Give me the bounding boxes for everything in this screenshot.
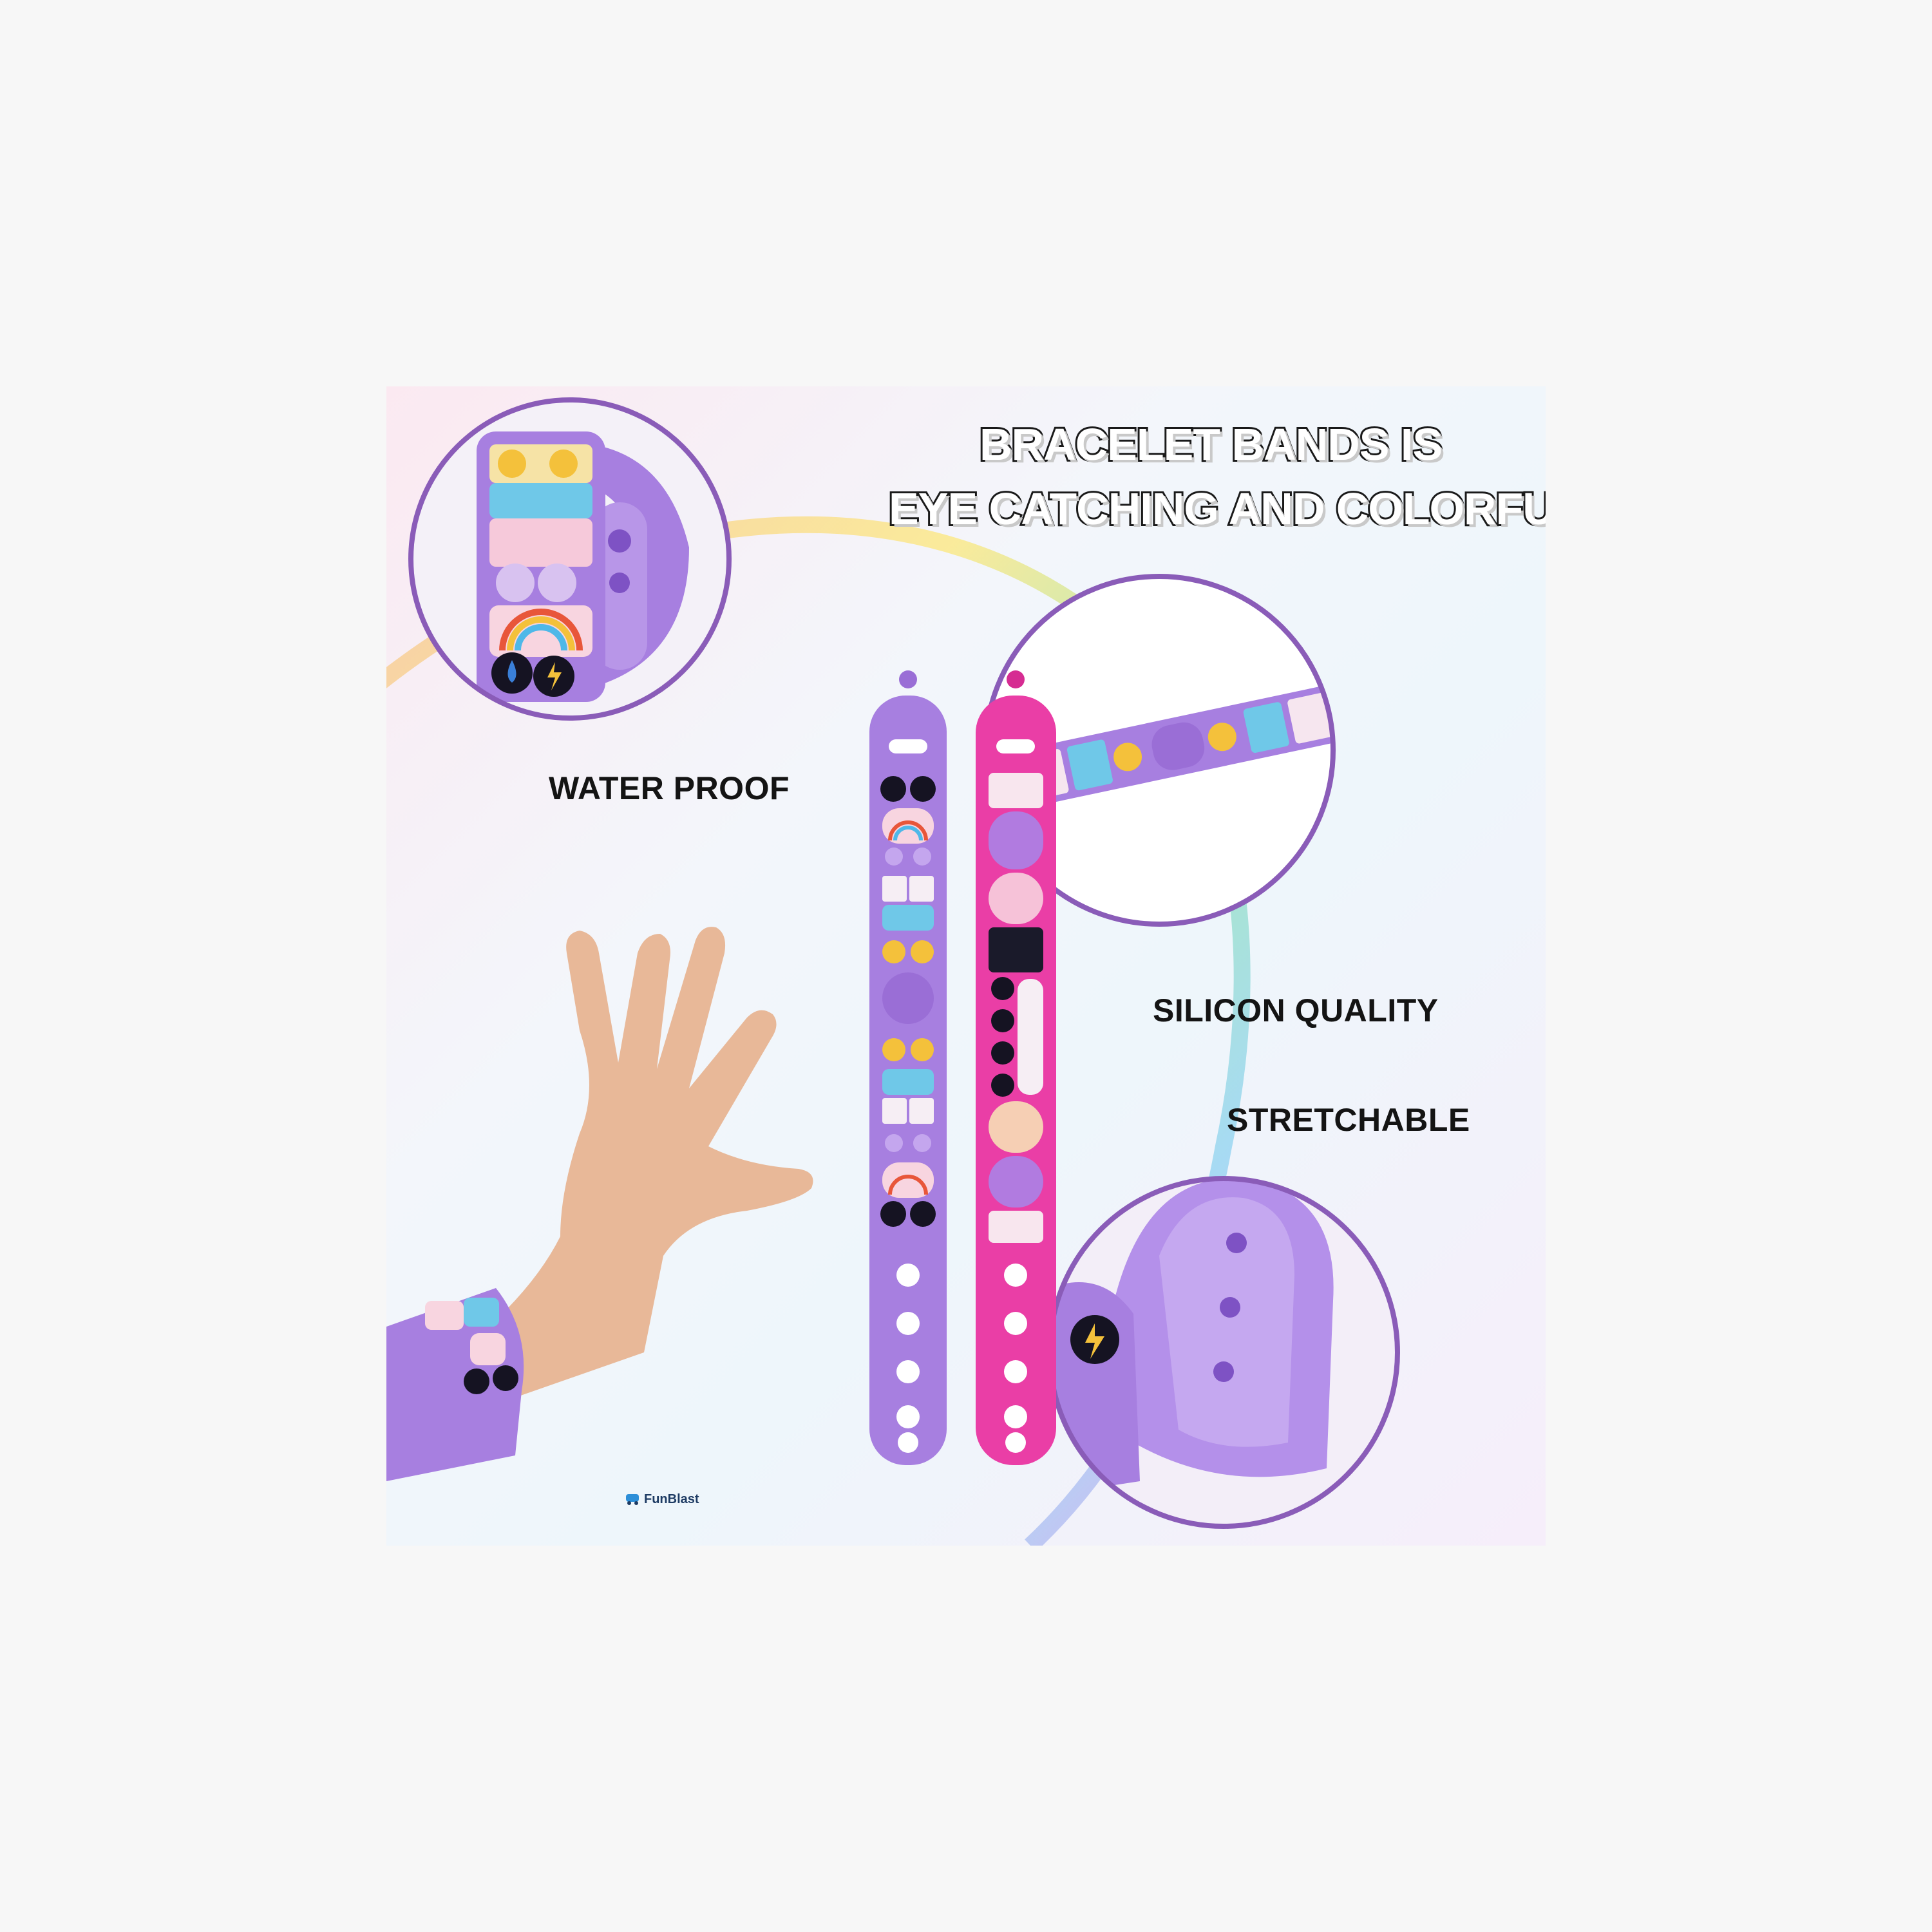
hand-with-bracelet [386, 927, 813, 1481]
water-proof-label: WATER PROOF [549, 770, 790, 806]
product-image-panel: BRACELET BANDS IS EYE CATCHING AND COLOR… [386, 386, 1546, 1546]
brand-name: FunBlast [644, 1492, 699, 1506]
headline-line-2: EYE CATCHING AND COLORFUL [887, 482, 1546, 536]
silicon-quality-label: SILICON QUALITY [1153, 992, 1439, 1028]
pink-bracelet-band [976, 670, 1056, 1465]
purple-bracelet-band [869, 670, 947, 1465]
funblast-logo-icon [626, 1494, 639, 1505]
stretchable-circle [1047, 1176, 1400, 1529]
water-proof-circle [408, 397, 732, 721]
product-illustration [386, 397, 1400, 1546]
stretchable-label: STRETCHABLE [1227, 1102, 1470, 1138]
headline-line-1: BRACELET BANDS IS [978, 417, 1444, 471]
